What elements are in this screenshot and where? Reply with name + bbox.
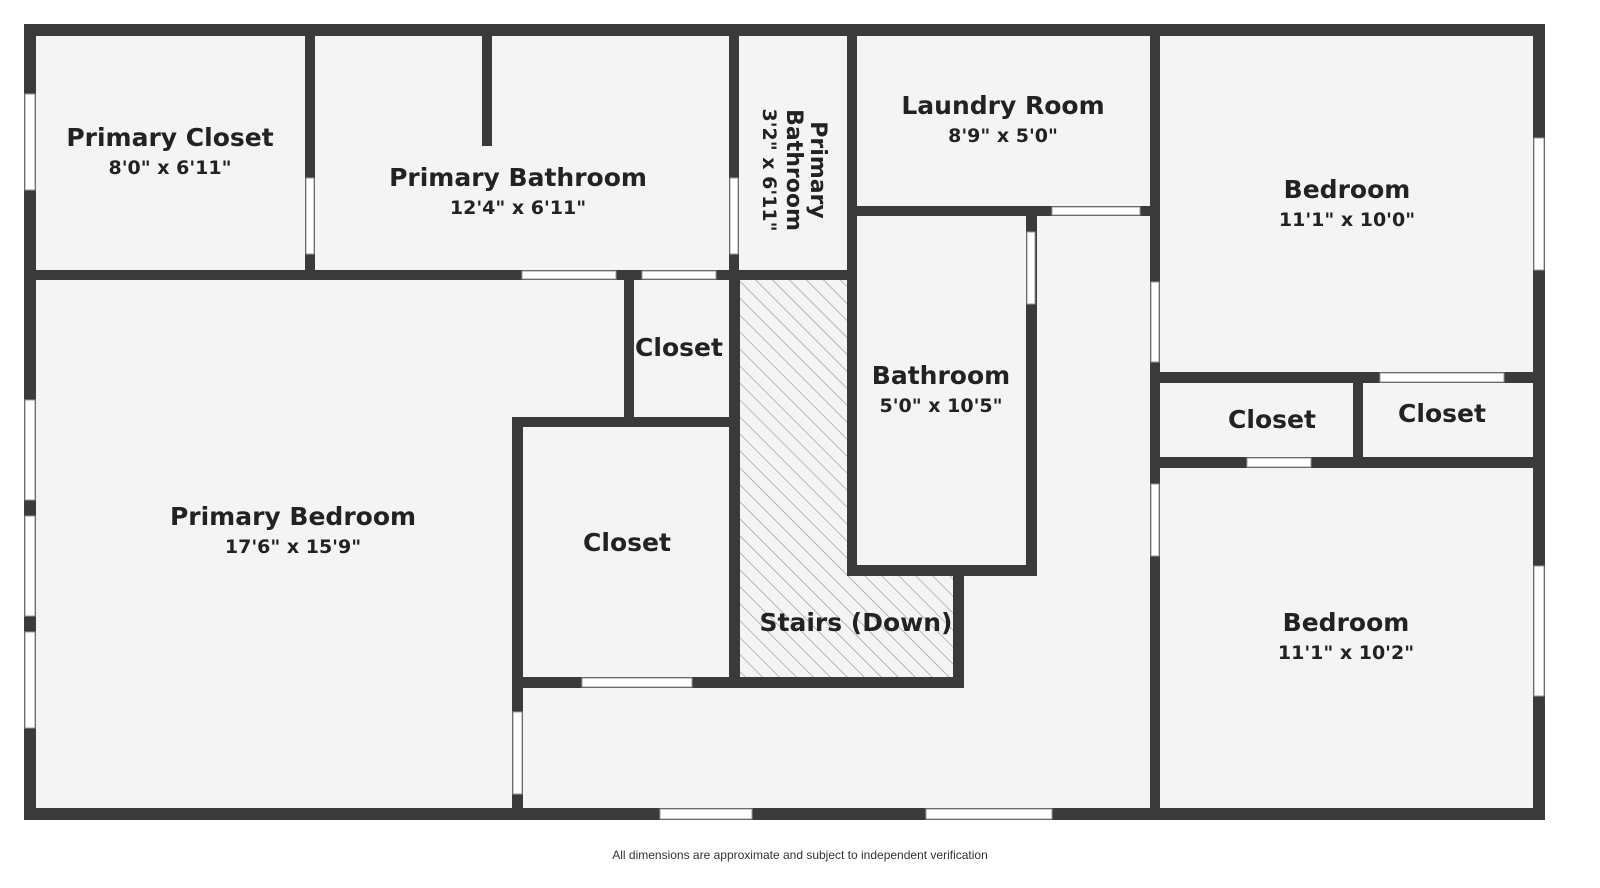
room-name-closet-right-b: Closet (1398, 399, 1486, 428)
room-name-closet-large: Closet (583, 528, 671, 557)
room-name-primary-closet: Primary Closet (66, 123, 273, 152)
opening-bedroom-top (1150, 281, 1160, 363)
window-right-1 (1533, 137, 1545, 271)
room-name-primary-bathroom-small-line2: Bathroom (781, 109, 806, 231)
opening-closet-bath (305, 177, 315, 255)
room-name-primary-bedroom: Primary Bedroom (170, 502, 416, 531)
wall-right-closets-divider (1353, 372, 1363, 468)
window-right-2 (1533, 565, 1545, 697)
wall-closet-left (624, 270, 634, 425)
room-labels: Primary Closet 8'0" x 6'11" Primary Bath… (66, 91, 1486, 664)
room-name-bedroom-bottom: Bedroom (1283, 608, 1410, 637)
wall-closet-bottom (515, 417, 735, 427)
wall-bath-stub (482, 36, 492, 146)
small-bathroom-label: Primary Bathroom 3'2" x 6'11" (758, 108, 830, 231)
wall-bath-smallbath (729, 36, 739, 280)
opening-bath-smallbath (729, 177, 739, 255)
window-bottom-1 (659, 808, 753, 820)
room-dim-bathroom: 5'0" x 10'5" (879, 395, 1002, 417)
room-name-laundry: Laundry Room (901, 91, 1104, 120)
wall-laundry-bedroom (1150, 36, 1160, 814)
wall-horizontal-top (30, 270, 855, 280)
wall-right-closets-top (1150, 372, 1539, 383)
wall-outer-top (24, 24, 1545, 36)
wall-bathroom-right (1026, 206, 1037, 576)
window-left-4 (24, 631, 36, 729)
opening-bathroom (1026, 231, 1036, 305)
wall-bathroom-bottom (847, 565, 1037, 576)
room-name-stairs: Stairs (Down) (760, 608, 953, 637)
room-dim-bedroom-bottom: 11'1" x 10'2" (1278, 642, 1414, 664)
room-dim-laundry: 8'9" x 5'0" (948, 125, 1058, 147)
opening-closet-b (1379, 372, 1505, 383)
wall-laundry-bottom (847, 206, 1155, 216)
wall-right-closets-bottom (1150, 457, 1539, 468)
opening-hall-primarybedroom (512, 711, 523, 795)
room-dim-bedroom-top: 11'1" x 10'0" (1279, 209, 1415, 231)
room-dim-primary-bedroom: 17'6" x 15'9" (225, 536, 361, 558)
disclaimer-text: All dimensions are approximate and subje… (612, 848, 988, 862)
opening-largecloset (581, 677, 693, 688)
opening-closet-a (1246, 457, 1312, 468)
window-left-2 (24, 399, 36, 501)
opening-bedroom-bottom (1150, 483, 1160, 557)
openings (24, 93, 1545, 820)
room-dim-primary-bathroom: 12'4" x 6'11" (450, 197, 586, 219)
room-name-bedroom-top: Bedroom (1284, 175, 1411, 204)
stairs-area (738, 278, 962, 683)
room-name-primary-bathroom-small-line1: Primary (805, 121, 830, 218)
window-left-3 (24, 515, 36, 617)
room-name-primary-bathroom: Primary Bathroom (389, 163, 647, 192)
room-name-closet-right-a: Closet (1228, 405, 1316, 434)
wall-outer-bottom (24, 808, 1545, 820)
window-left-1 (24, 93, 36, 191)
room-dim-primary-closet: 8'0" x 6'11" (108, 157, 231, 179)
wall-closet-bath (305, 36, 315, 280)
opening-bath-primarybedroom (521, 270, 617, 280)
wall-largecloset-bottom (512, 677, 964, 688)
wall-stairs-right (953, 565, 964, 688)
wall-largecloset-left (512, 417, 523, 814)
wall-smallbath-laundry (847, 36, 857, 576)
opening-laundry (1051, 206, 1141, 216)
opening-smallcloset (641, 270, 717, 280)
room-name-bathroom: Bathroom (872, 361, 1010, 390)
room-dim-primary-bathroom-small: 3'2" x 6'11" (758, 108, 780, 231)
room-name-closet-small: Closet (635, 333, 723, 362)
wall-largecloset-right (729, 270, 740, 688)
window-bottom-2 (925, 808, 1053, 820)
